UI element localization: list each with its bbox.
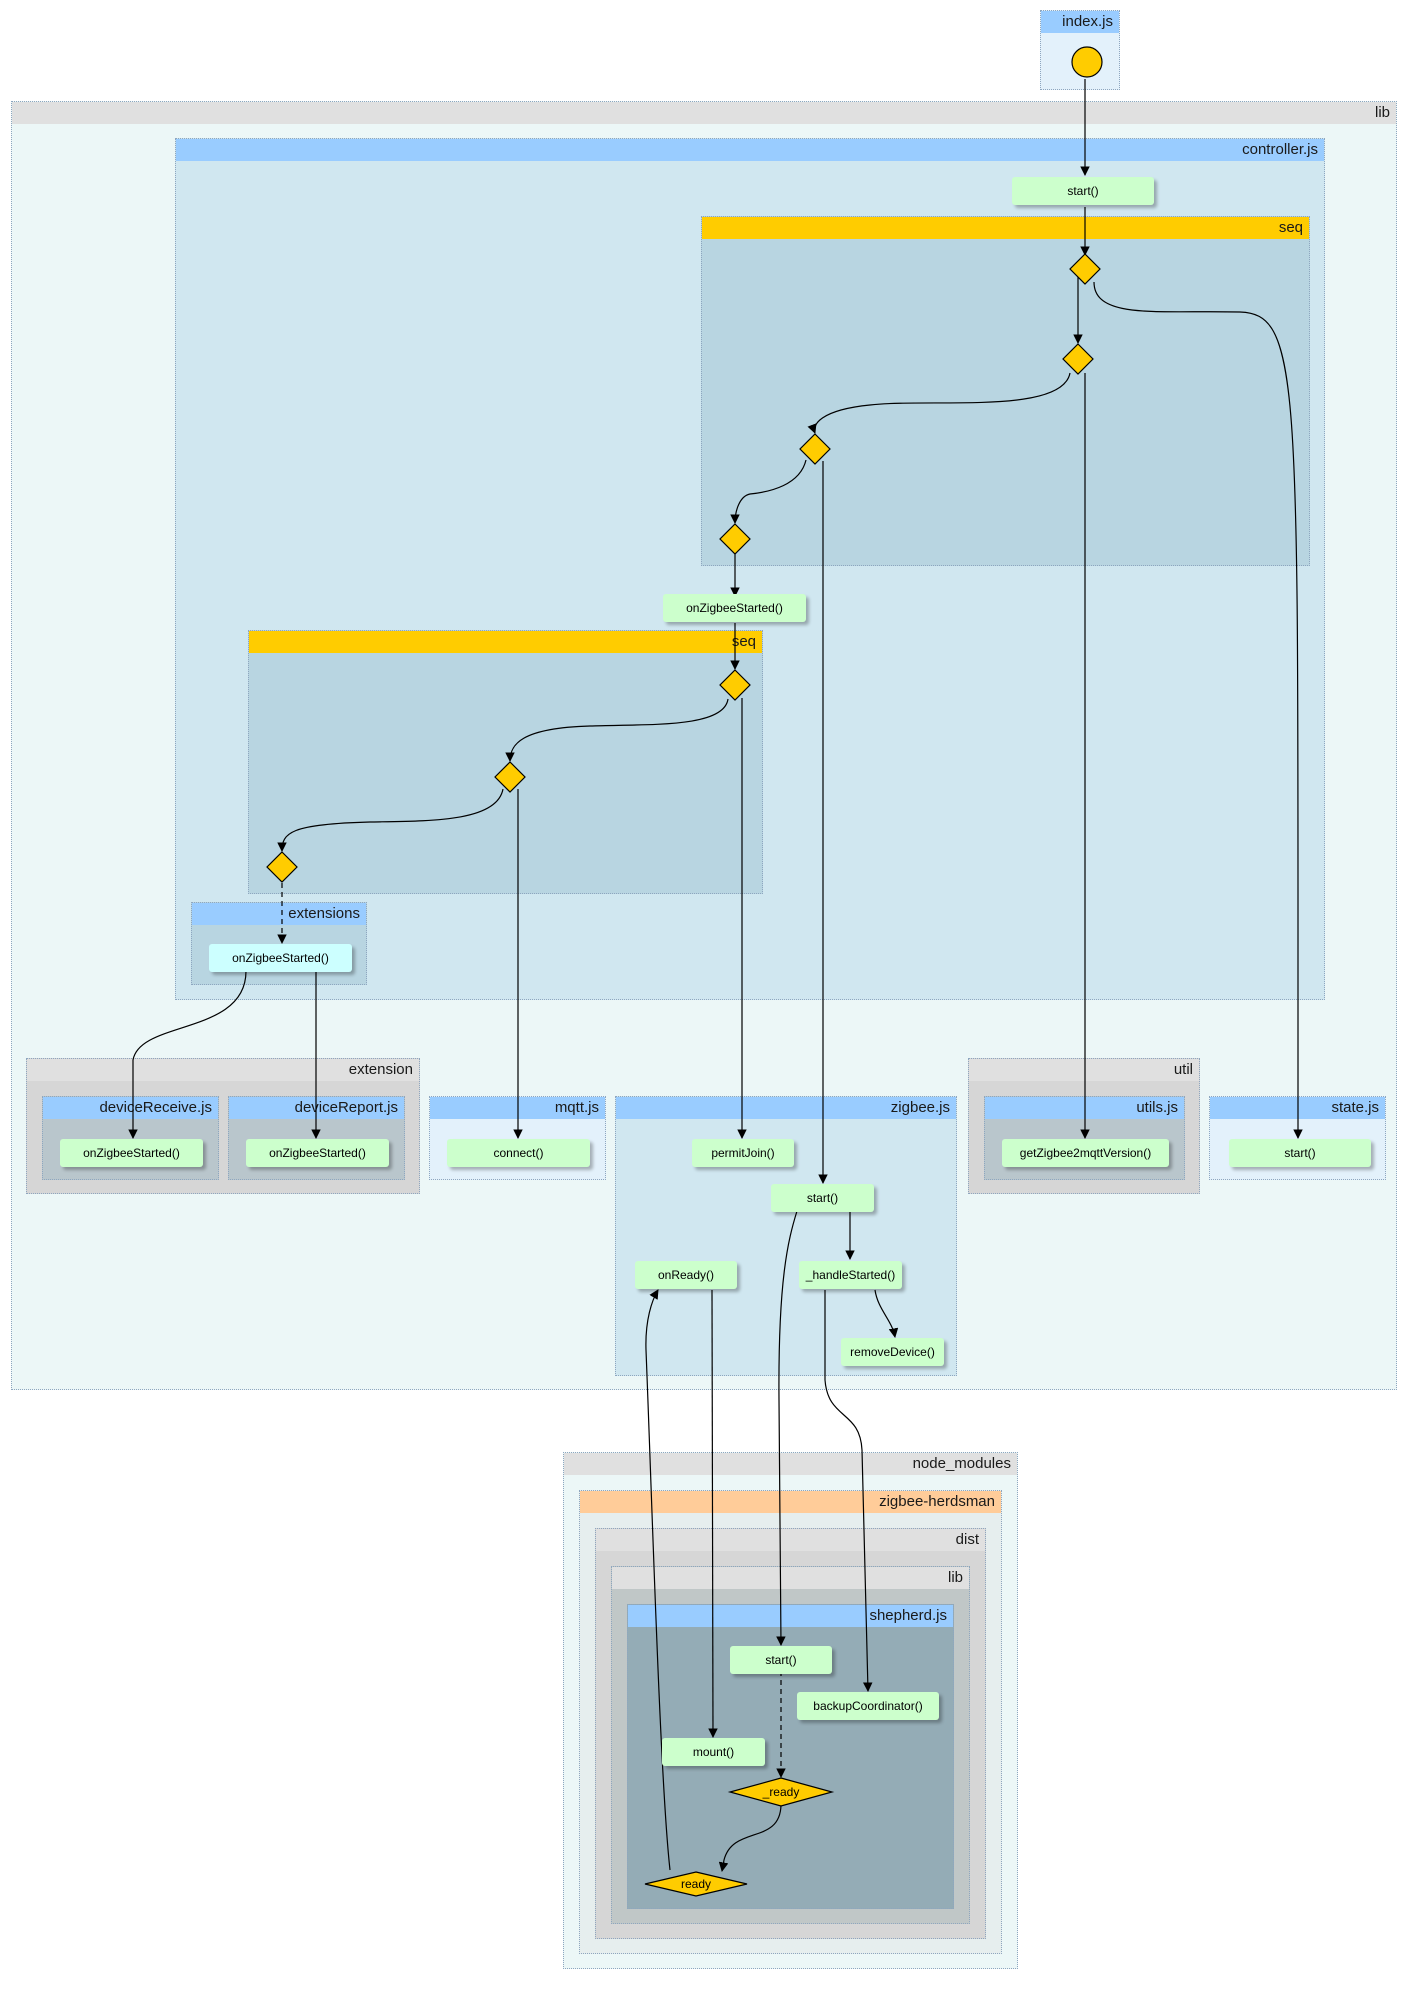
- lib-inner-folder-label: lib: [612, 1567, 969, 1589]
- index-js-label: index.js: [1041, 11, 1119, 33]
- utils-js-label: utils.js: [985, 1097, 1184, 1119]
- zigbee-herdsman-label: zigbee-herdsman: [580, 1491, 1001, 1513]
- extensions-on-zigbee-started-node[interactable]: onZigbeeStarted(): [209, 944, 352, 972]
- mqtt-js-group: mqtt.js: [429, 1096, 606, 1180]
- device-report-js-group: deviceReport.js: [228, 1096, 405, 1180]
- device-report-on-zigbee-started-node[interactable]: onZigbeeStarted(): [246, 1139, 389, 1167]
- lib-label: lib: [12, 102, 1396, 124]
- controller-on-zigbee-started-node[interactable]: onZigbeeStarted(): [663, 594, 806, 622]
- index-js-group: index.js: [1040, 10, 1120, 90]
- zigbee-permit-join-node[interactable]: permitJoin(): [692, 1139, 794, 1167]
- device-receive-on-zigbee-started-node[interactable]: onZigbeeStarted(): [60, 1139, 203, 1167]
- extensions-label: extensions: [192, 903, 366, 925]
- device-receive-js-label: deviceReceive.js: [43, 1097, 218, 1119]
- shepherd-start-node[interactable]: start(): [730, 1646, 832, 1674]
- util-folder-label: util: [969, 1059, 1199, 1081]
- state-js-label: state.js: [1210, 1097, 1385, 1119]
- state-start-node[interactable]: start(): [1229, 1139, 1371, 1167]
- device-receive-js-group: deviceReceive.js: [42, 1096, 219, 1180]
- mqtt-connect-node[interactable]: connect(): [447, 1139, 590, 1167]
- seq-group-2: seq: [248, 630, 763, 894]
- seq-label-1: seq: [702, 217, 1309, 239]
- extension-folder-label: extension: [27, 1059, 419, 1081]
- zigbee-js-group: zigbee.js: [615, 1096, 957, 1376]
- zigbee-on-ready-node[interactable]: onReady(): [635, 1261, 737, 1289]
- shepherd-backup-coordinator-node[interactable]: backupCoordinator(): [797, 1692, 939, 1720]
- shepherd-ready-event-label: _ready: [762, 1785, 800, 1799]
- utils-get-version-node[interactable]: getZigbee2mqttVersion(): [1002, 1139, 1169, 1167]
- shepherd-js-label: shepherd.js: [628, 1605, 953, 1627]
- shepherd-mount-node[interactable]: mount(): [662, 1738, 765, 1766]
- dist-folder-label: dist: [596, 1529, 985, 1551]
- zigbee-remove-device-node[interactable]: removeDevice(): [841, 1338, 944, 1366]
- node-modules-label: node_modules: [564, 1453, 1017, 1475]
- seq-group-1: seq: [701, 216, 1310, 566]
- utils-js-group: utils.js: [984, 1096, 1185, 1180]
- shepherd-ready-label: ready: [680, 1877, 712, 1891]
- mqtt-js-label: mqtt.js: [430, 1097, 605, 1119]
- zigbee-js-label: zigbee.js: [616, 1097, 956, 1119]
- controller-start-node[interactable]: start(): [1012, 177, 1154, 205]
- controller-js-label: controller.js: [176, 139, 1324, 161]
- device-report-js-label: deviceReport.js: [229, 1097, 404, 1119]
- zigbee-start-node[interactable]: start(): [771, 1184, 874, 1212]
- zigbee-handle-started-node[interactable]: _handleStarted(): [799, 1261, 902, 1289]
- seq-label-2: seq: [249, 631, 762, 653]
- state-js-group: state.js: [1209, 1096, 1386, 1180]
